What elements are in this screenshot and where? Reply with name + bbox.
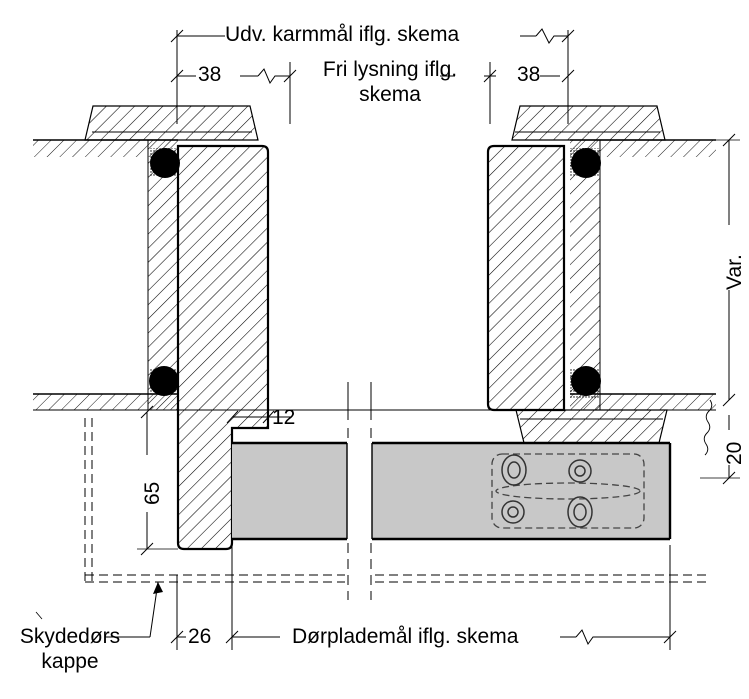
dim-65 xyxy=(137,405,178,556)
architrave-left xyxy=(84,105,259,141)
break-lines xyxy=(347,382,372,600)
door-leaf xyxy=(232,441,672,541)
dim-label-var: Var. xyxy=(723,254,746,290)
dim-right-vertical xyxy=(700,133,740,485)
lock-hardware-bosses xyxy=(501,454,593,528)
dim-12 xyxy=(226,410,292,424)
dim-top-overall xyxy=(170,28,575,124)
lock-hardware xyxy=(491,453,645,529)
seal-gasket-circle xyxy=(571,148,601,178)
seal-gaskets xyxy=(149,148,601,398)
architrave-right xyxy=(511,105,666,141)
dim-label-26: 26 xyxy=(188,625,212,648)
frame-jamb-left xyxy=(147,140,270,551)
dim-38-left xyxy=(170,62,297,124)
sliding-door-cover xyxy=(84,418,706,583)
seal-gasket-circle xyxy=(571,366,601,396)
dim-label-65: 65 xyxy=(141,481,164,505)
leader-cover-note xyxy=(35,581,163,638)
dim-label-bottom-overall: Dørplademål iflg. skema xyxy=(292,625,519,648)
dim-label-top-inner: Fri lysning iflg. skema xyxy=(322,58,458,106)
annotation-sliding-door-cover: Skydedørs kappe xyxy=(19,625,121,673)
frame-jamb-right xyxy=(486,140,601,412)
seal-gasket-circle xyxy=(149,366,179,396)
dim-label-20: 20 xyxy=(723,441,746,465)
dim-label-top-overall: Udv. karmmål iflg. skema xyxy=(225,23,460,46)
wall-upper xyxy=(33,139,716,157)
dim-label-38-left: 38 xyxy=(198,63,222,86)
dim-bottom xyxy=(170,545,677,650)
wall-lower xyxy=(33,393,716,411)
dim-label-12: 12 xyxy=(272,406,296,429)
architrave-right-lower xyxy=(515,409,668,448)
seal-gasket-circle xyxy=(150,148,180,178)
dim-label-38-right: 38 xyxy=(517,63,541,86)
dim-38-right xyxy=(440,62,575,124)
